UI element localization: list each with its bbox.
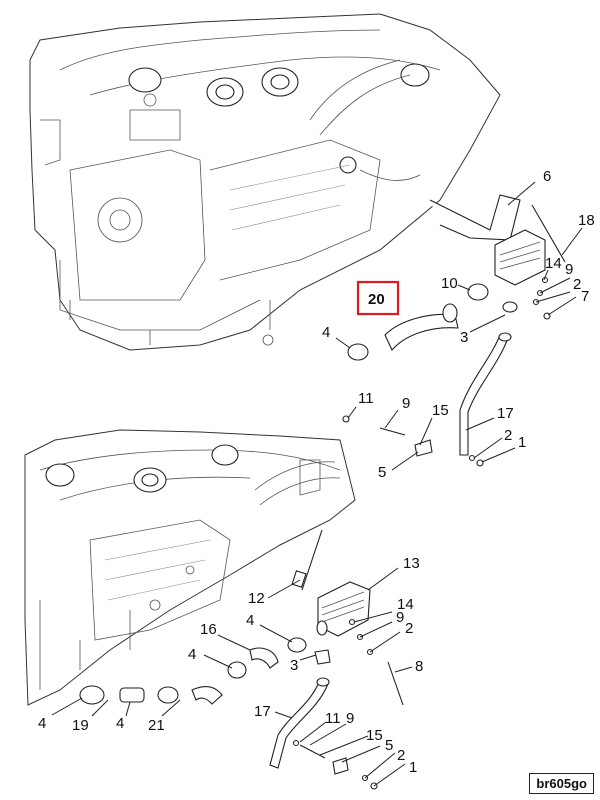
callout-11-lower: 11 bbox=[325, 710, 341, 727]
callout-3-upper: 3 bbox=[460, 329, 468, 346]
callout-9-upper: 9 bbox=[565, 261, 573, 278]
callout-9-lower: 9 bbox=[396, 609, 404, 626]
callout-2-lower-b: 2 bbox=[397, 747, 405, 764]
callout-4-bottom-a: 4 bbox=[38, 715, 46, 732]
lower-engine-block bbox=[24, 429, 356, 706]
callout-2-mid: 2 bbox=[504, 427, 512, 444]
callout-4-lower-a: 4 bbox=[246, 612, 254, 629]
callout-8: 8 bbox=[415, 658, 423, 675]
callout-21: 21 bbox=[148, 717, 165, 734]
callout-14-upper: 14 bbox=[545, 255, 562, 272]
figure-code: br605go bbox=[529, 773, 594, 794]
callout-6: 6 bbox=[543, 168, 551, 185]
upper-parts bbox=[342, 194, 566, 467]
callout-5-lower: 5 bbox=[385, 737, 393, 754]
upper-engine-block bbox=[29, 13, 501, 351]
callout-16: 16 bbox=[200, 621, 217, 638]
callout-4-bottom-b: 4 bbox=[116, 715, 124, 732]
callout-18: 18 bbox=[578, 212, 595, 229]
callout-15-lower: 15 bbox=[366, 727, 383, 744]
lower-parts bbox=[79, 529, 404, 790]
callout-2-lower: 2 bbox=[405, 620, 413, 637]
callout-11-mid: 11 bbox=[358, 390, 374, 407]
callout-4-lower-b: 4 bbox=[188, 646, 196, 663]
callout-4-upper: 4 bbox=[322, 324, 330, 341]
callout-9-lower-b: 9 bbox=[346, 710, 354, 727]
callout-17-mid: 17 bbox=[497, 405, 514, 422]
callout-1-lower: 1 bbox=[409, 759, 417, 776]
callout-3-lower: 3 bbox=[290, 657, 298, 674]
highlight-box bbox=[356, 280, 400, 316]
callout-20: 20 bbox=[368, 291, 385, 308]
callout-13: 13 bbox=[403, 555, 420, 572]
callout-17-lower: 17 bbox=[254, 703, 271, 720]
callout-10: 10 bbox=[441, 275, 458, 292]
callout-9-mid: 9 bbox=[402, 395, 410, 412]
callout-19: 19 bbox=[72, 717, 89, 734]
callout-1-mid: 1 bbox=[518, 434, 526, 451]
leader-lines bbox=[51, 181, 583, 787]
callout-5-mid: 5 bbox=[378, 464, 386, 481]
callout-labels: 20 6 18 10 14 9 2 7 4 3 11 9 15 17 2 1 5… bbox=[38, 168, 595, 776]
callout-15-mid: 15 bbox=[432, 402, 449, 419]
callout-12: 12 bbox=[248, 590, 265, 607]
callout-7: 7 bbox=[581, 288, 589, 305]
callout-14-lower: 14 bbox=[397, 596, 414, 613]
callout-2-upper: 2 bbox=[573, 276, 581, 293]
